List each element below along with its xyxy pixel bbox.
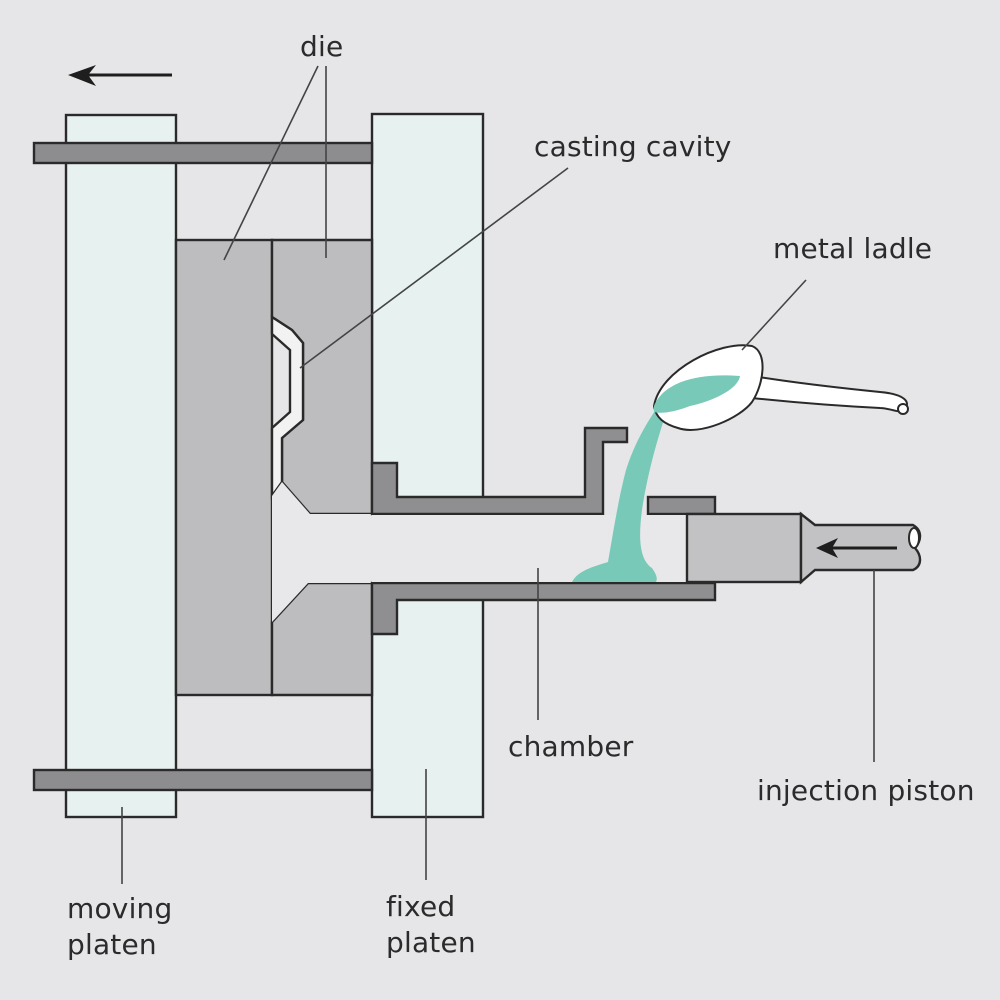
label-fixed-platen-line1: fixed bbox=[386, 890, 455, 923]
label-moving-platen-line2: platen bbox=[67, 928, 157, 961]
label-metal-ladle: metal ladle bbox=[773, 232, 932, 265]
piston-arrow-icon bbox=[816, 538, 897, 558]
molten-metal bbox=[572, 404, 668, 582]
piston-head bbox=[685, 512, 803, 584]
die-moving-half bbox=[174, 238, 274, 697]
leader-casting-cavity bbox=[299, 167, 569, 369]
piston-rod-end bbox=[908, 527, 920, 549]
label-moving-platen-line1: moving bbox=[67, 892, 172, 925]
tie-bar-top bbox=[32, 141, 374, 165]
label-fixed-platen-line2: platen bbox=[386, 926, 476, 959]
chamber-wall-top bbox=[370, 426, 629, 516]
label-injection-piston: injection piston bbox=[757, 774, 975, 807]
moving-platen bbox=[64, 113, 178, 819]
sprue-opening bbox=[272, 482, 372, 622]
label-chamber: chamber bbox=[508, 730, 634, 763]
tie-bar-bottom bbox=[32, 768, 374, 792]
chamber-wall-right-cap bbox=[646, 495, 717, 516]
leader-die-left bbox=[223, 65, 319, 261]
metal-ladle bbox=[652, 344, 909, 431]
label-casting-cavity: casting cavity bbox=[534, 130, 732, 163]
platen-motion-arrow-icon bbox=[68, 65, 172, 86]
leader-metal-ladle bbox=[741, 279, 807, 351]
label-die: die bbox=[300, 30, 343, 63]
ladle-metal bbox=[654, 375, 740, 413]
